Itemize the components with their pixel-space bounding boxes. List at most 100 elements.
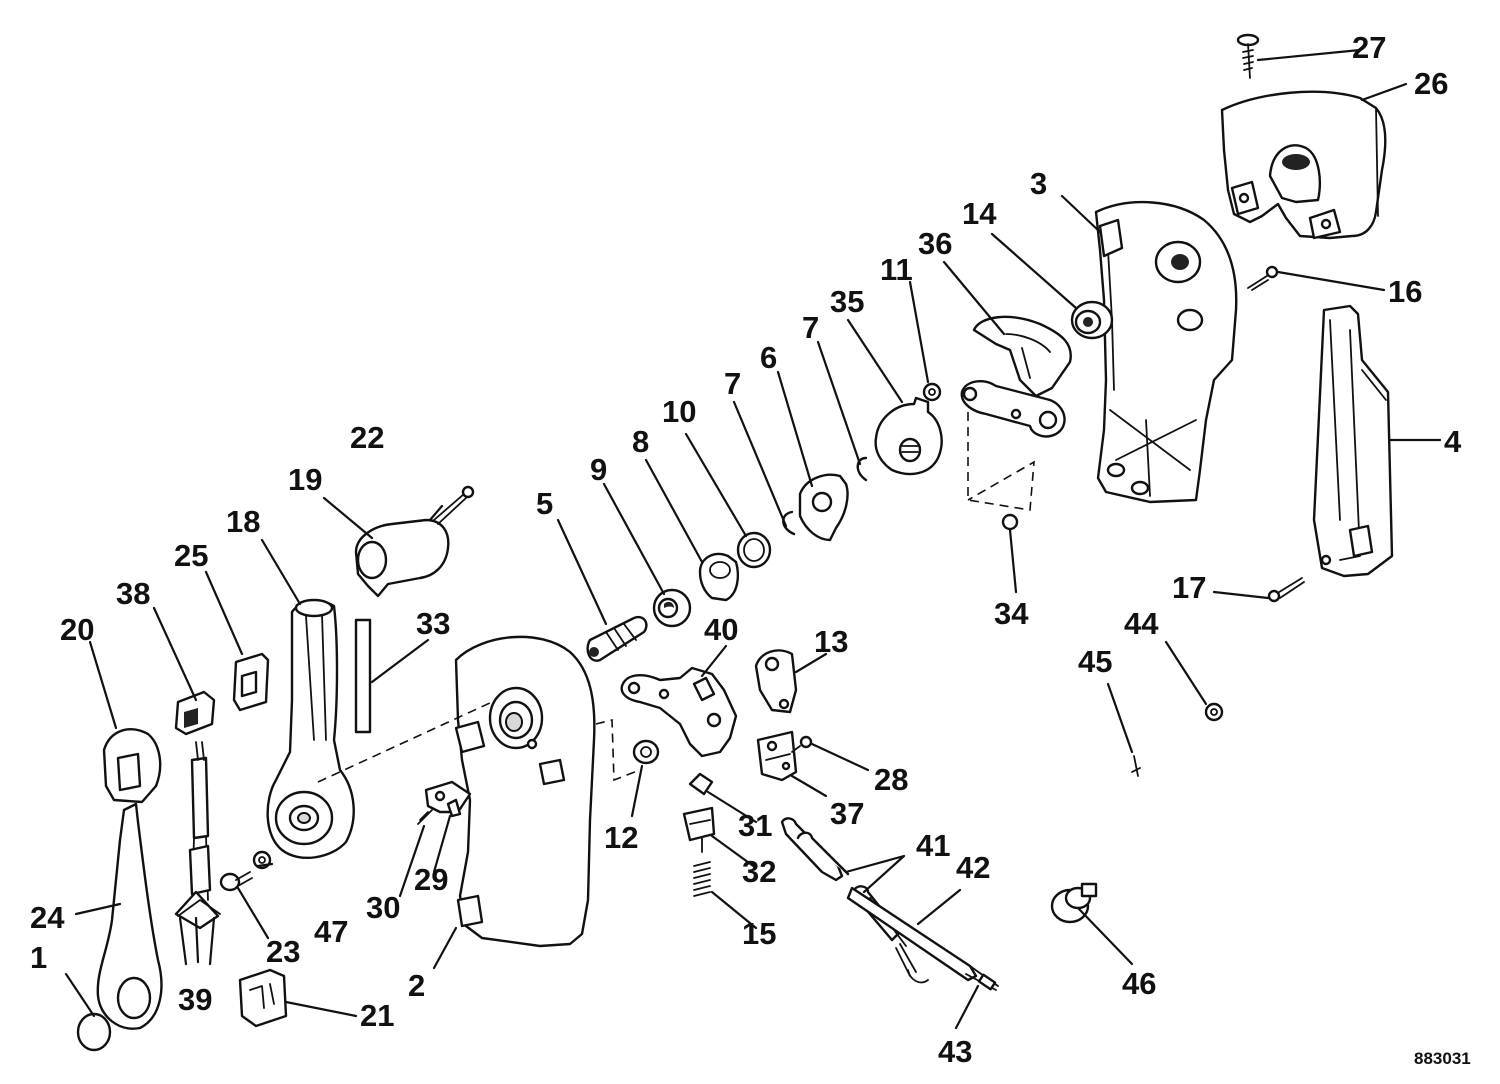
part-knob-46 <box>1050 882 1098 924</box>
callout-36: 36 <box>918 226 952 261</box>
part-housing-2 <box>454 635 596 948</box>
phantom-line-18 <box>317 701 493 783</box>
callout-17: 17 <box>1172 570 1206 605</box>
callout-14: 14 <box>962 196 997 231</box>
callout-7a: 7 <box>802 310 819 345</box>
callout-27: 27 <box>1352 30 1386 65</box>
part-spring-15 <box>693 861 711 897</box>
callout-47: 47 <box>314 914 348 949</box>
part-link-arm <box>960 380 1066 438</box>
part-connector-21 <box>238 968 288 1028</box>
figure-reference-code: 883031 <box>1414 1049 1471 1068</box>
part-ring-10 <box>736 531 772 569</box>
callout-41: 41 <box>916 828 950 863</box>
part-cable-42 <box>846 886 999 991</box>
callout-13: 13 <box>814 624 848 659</box>
part-plunger-32 <box>682 806 716 853</box>
callout-7b: 7 <box>724 366 741 401</box>
callout-2: 2 <box>408 968 425 1003</box>
callout-16: 16 <box>1388 274 1422 309</box>
part-screw-22 <box>433 485 475 525</box>
callout-32: 32 <box>742 854 776 889</box>
callout-44: 44 <box>1124 606 1159 641</box>
callout-15: 15 <box>742 916 776 951</box>
part-bracket-29 <box>424 780 472 818</box>
part-handle-24 <box>96 802 163 1030</box>
part-side-panel-4 <box>1312 304 1394 578</box>
callout-37: 37 <box>830 796 864 831</box>
callout-31: 31 <box>738 808 772 843</box>
part-gear-disc-35 <box>874 396 943 476</box>
callout-labels: 1 2 3 4 5 6 7 7 8 9 10 11 12 13 14 15 16… <box>30 30 1462 1069</box>
callout-42: 42 <box>956 850 990 885</box>
phantom-line-2 <box>595 718 641 782</box>
callout-22: 22 <box>350 420 384 455</box>
leader-lines <box>64 48 1442 1030</box>
callout-33: 33 <box>416 606 450 641</box>
part-nut-44 <box>1204 702 1224 722</box>
part-cap-19 <box>354 518 450 598</box>
callout-30: 30 <box>366 890 400 925</box>
part-screw-16 <box>1247 265 1279 291</box>
callout-18: 18 <box>226 504 260 539</box>
callout-39: 39 <box>178 982 212 1017</box>
callout-3: 3 <box>1030 166 1047 201</box>
phantom-box-1 <box>967 412 1035 511</box>
part-screw-30 <box>417 809 433 825</box>
callout-9: 9 <box>590 452 607 487</box>
part-bushing-9 <box>652 588 692 628</box>
callout-40: 40 <box>704 612 738 647</box>
part-bushing-14 <box>1070 300 1114 340</box>
callout-34: 34 <box>994 596 1029 631</box>
callout-25: 25 <box>174 538 208 573</box>
callout-11: 11 <box>880 252 913 287</box>
part-clip-25 <box>232 652 270 712</box>
part-ring-10-inner <box>743 538 765 562</box>
part-washer-12 <box>632 739 660 765</box>
callout-28: 28 <box>874 762 908 797</box>
part-wire-bundle-39 <box>174 741 221 930</box>
callout-4: 4 <box>1444 424 1462 459</box>
part-screw-27 <box>1236 33 1260 79</box>
part-shaft-5 <box>586 615 648 662</box>
part-pin-31 <box>688 772 714 796</box>
part-pin-45 <box>1131 755 1141 777</box>
part-cover-26 <box>1220 90 1387 240</box>
callout-5: 5 <box>536 486 553 521</box>
callout-10: 10 <box>662 394 696 429</box>
part-nut-34 <box>1001 513 1019 531</box>
part-screw-28 <box>791 735 813 753</box>
part-cap-1 <box>76 1012 112 1052</box>
callout-46: 46 <box>1122 966 1156 1001</box>
part-screw-17 <box>1267 577 1305 603</box>
part-washer-11 <box>922 382 942 402</box>
callout-20: 20 <box>60 612 94 647</box>
callout-26: 26 <box>1414 66 1448 101</box>
callout-19: 19 <box>288 462 322 497</box>
callout-24: 24 <box>30 900 65 935</box>
part-washer-12-inner <box>640 746 652 758</box>
part-cam-13 <box>754 649 798 714</box>
part-nut-44-hole <box>1210 708 1218 716</box>
part-screw-23 <box>219 871 253 892</box>
part-housing-3 <box>1094 201 1238 504</box>
callout-21: 21 <box>360 998 394 1033</box>
part-handle-lever-18 <box>266 598 355 859</box>
callout-43: 43 <box>938 1034 972 1069</box>
part-lever-arm-40 <box>620 666 738 758</box>
callout-12: 12 <box>604 820 638 855</box>
callout-29: 29 <box>414 862 448 897</box>
part-sleeve-8 <box>698 552 740 602</box>
part-detent-disc-6 <box>798 473 849 542</box>
callout-6: 6 <box>760 340 777 375</box>
part-switch-37 <box>756 730 798 782</box>
part-strip-33 <box>354 618 372 734</box>
callout-23: 23 <box>266 934 300 969</box>
part-knob-20 <box>102 728 162 804</box>
callout-8: 8 <box>632 424 649 459</box>
callout-38: 38 <box>116 576 150 611</box>
callout-1: 1 <box>30 940 47 975</box>
callout-45: 45 <box>1078 644 1112 679</box>
part-switch-38 <box>174 690 216 736</box>
